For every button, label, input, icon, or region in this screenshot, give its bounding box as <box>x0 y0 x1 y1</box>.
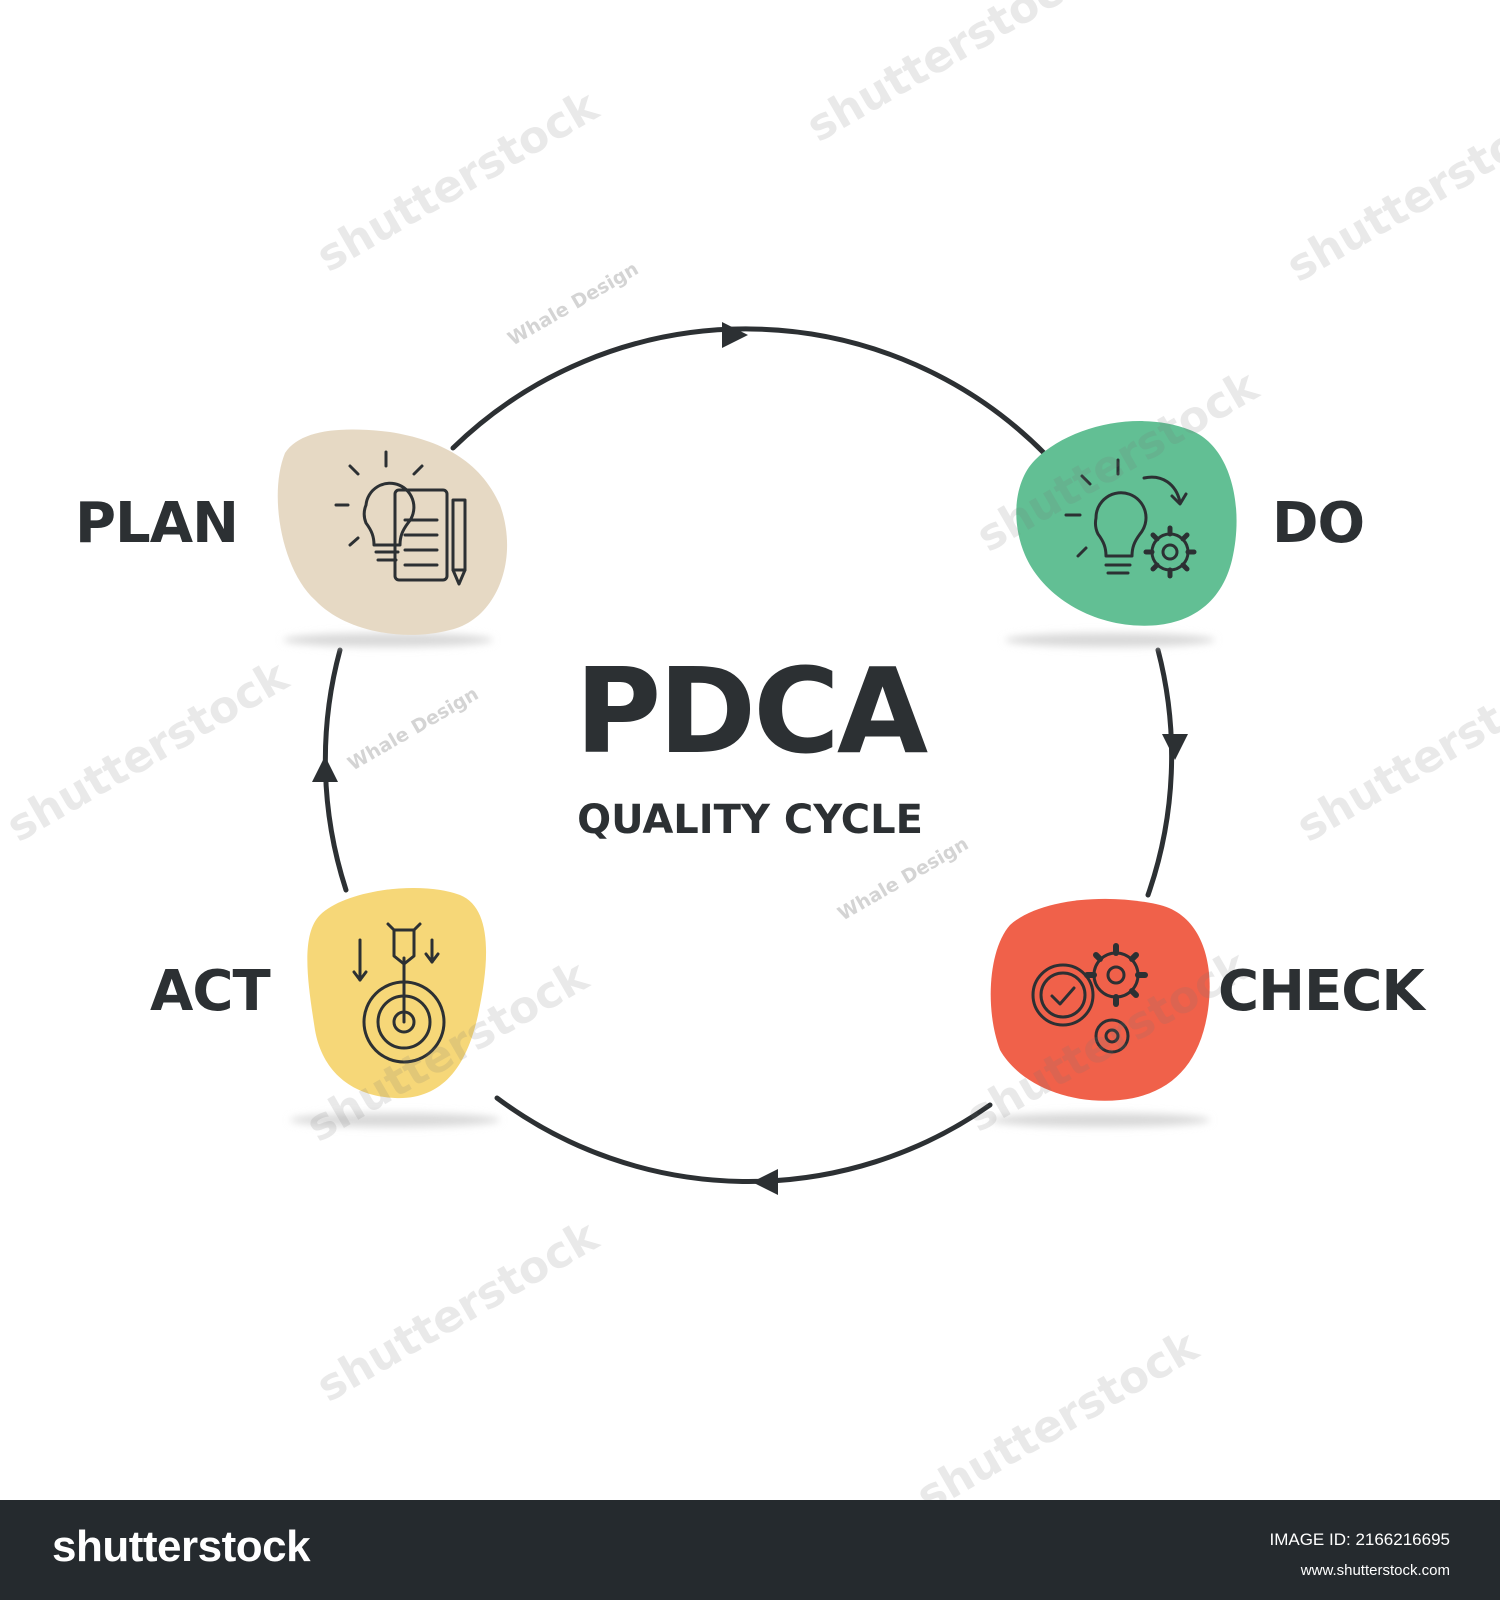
act-node <box>307 887 487 1099</box>
arc-do-to-check <box>1145 647 1175 898</box>
do-node <box>1016 421 1237 626</box>
arrow-head-do-to-check <box>1162 734 1188 760</box>
cycle-arcs <box>322 326 1175 1184</box>
lightbulb-gear-icon <box>1064 458 1197 579</box>
arc-check-to-act <box>494 1095 993 1184</box>
arrow-head-act-to-plan <box>312 756 338 782</box>
stage-label-check: CHECK <box>1218 959 1425 1024</box>
arrow-head-check-to-act <box>752 1169 778 1195</box>
footer-logo: shutterstock <box>52 1522 311 1571</box>
footer-bar: shutterstock IMAGE ID: 2166216695 www.sh… <box>0 1500 1500 1600</box>
diagram-subtitle: QUALITY CYCLE <box>577 797 923 843</box>
arc-plan-to-do <box>450 326 1048 457</box>
footer-url: www.shutterstock.com <box>1300 1562 1450 1579</box>
image-id: IMAGE ID: 2166216695 <box>1269 1530 1450 1549</box>
target-arrow-icon <box>352 922 446 1064</box>
blob-shadows <box>283 633 1215 1127</box>
do-blob <box>1016 421 1237 626</box>
diagram-title: PDCA <box>574 642 928 780</box>
check-node <box>990 898 1210 1101</box>
stage-label-do: DO <box>1272 491 1365 556</box>
plan-blob <box>277 429 508 635</box>
lightbulb-document-pencil-icon <box>334 450 467 586</box>
checkmark-gears-icon <box>1031 943 1148 1054</box>
plan-node <box>277 429 508 635</box>
arrow-heads <box>312 322 1188 1195</box>
check-blob <box>990 898 1210 1101</box>
stage-label-plan: PLAN <box>75 491 239 556</box>
pdca-diagram: shutterstock shutterstock shutterstock s… <box>0 0 1500 1522</box>
cycle-graphic <box>277 322 1237 1195</box>
stage-label-act: ACT <box>150 959 271 1024</box>
act-blob <box>307 887 487 1099</box>
arrow-head-plan-to-do <box>722 322 748 348</box>
